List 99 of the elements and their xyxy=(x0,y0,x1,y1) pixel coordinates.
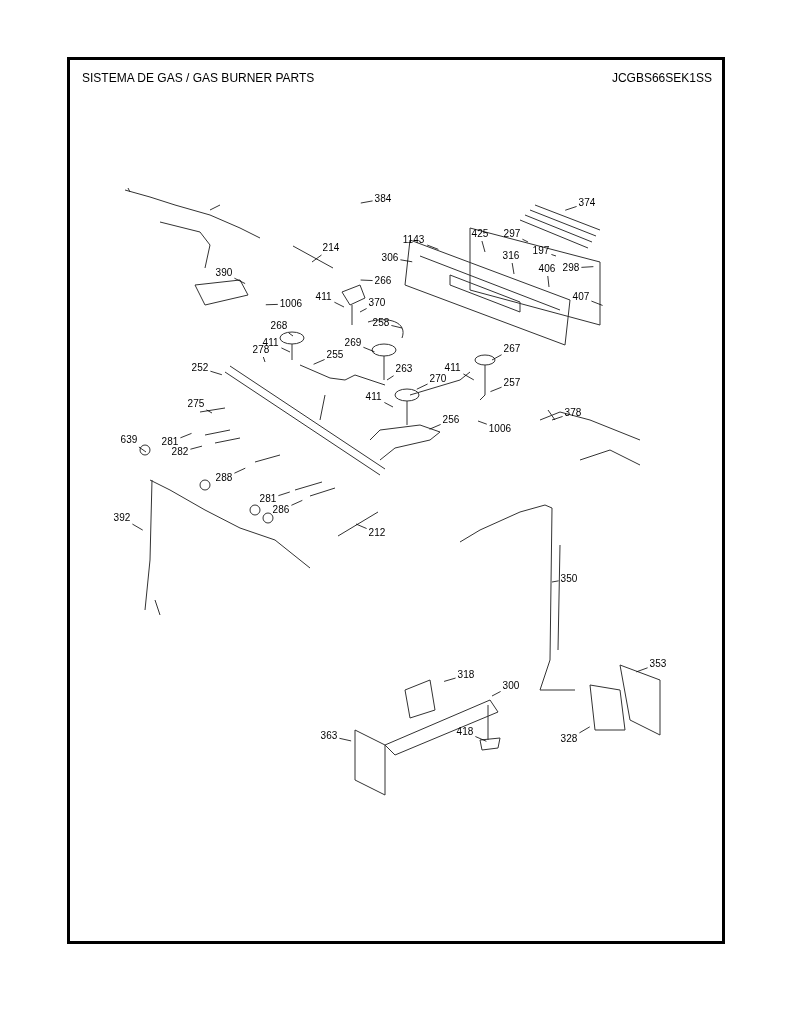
callout-number: 256 xyxy=(442,414,460,426)
leader-line xyxy=(491,691,501,697)
callout-number: 214 xyxy=(322,242,340,254)
callout-number: 266 xyxy=(374,275,392,287)
leader-line xyxy=(265,304,279,306)
leader-line xyxy=(551,580,559,583)
leader-line xyxy=(416,383,428,390)
leader-line xyxy=(360,200,373,204)
leader-line xyxy=(132,523,144,531)
leader-line xyxy=(363,346,375,353)
callout-number: 298 xyxy=(562,262,580,274)
leader-line xyxy=(334,301,345,308)
callout-number: 392 xyxy=(113,512,131,524)
leader-line xyxy=(206,409,213,414)
model-number: JCGBS66SEK1SS xyxy=(611,71,712,85)
leader-line xyxy=(281,347,291,353)
leader-line xyxy=(491,354,502,361)
callout-number: 268 xyxy=(270,320,288,332)
callout-number: 267 xyxy=(503,343,521,355)
callout-number: 275 xyxy=(187,398,205,410)
callout-number: 212 xyxy=(368,527,386,539)
leader-line xyxy=(463,373,475,381)
callout-number: 1006 xyxy=(279,298,303,310)
leader-line xyxy=(579,726,591,734)
callout-number: 390 xyxy=(215,267,233,279)
callout-number: 255 xyxy=(326,349,344,361)
callout-number: 281 xyxy=(259,493,277,505)
page-title: SISTEMA DE GAS / GAS BURNER PARTS xyxy=(82,71,315,85)
callout-number: 384 xyxy=(374,193,392,205)
callout-number: 278 xyxy=(252,344,270,356)
leader-line xyxy=(190,445,203,450)
leader-line xyxy=(339,737,352,742)
leader-line xyxy=(355,523,367,529)
leader-line xyxy=(547,275,550,288)
callout-number: 263 xyxy=(395,363,413,375)
callout-number: 1006 xyxy=(488,423,512,435)
leader-line xyxy=(475,736,487,742)
leader-line xyxy=(581,266,594,268)
leader-line xyxy=(262,356,266,363)
leader-line xyxy=(311,254,322,263)
leader-line xyxy=(386,375,394,381)
callout-number: 411 xyxy=(444,362,461,374)
leader-line xyxy=(288,332,294,337)
leader-line xyxy=(635,667,648,673)
leader-line xyxy=(429,424,441,430)
leader-line xyxy=(564,206,577,211)
leader-line xyxy=(477,420,488,425)
callout-number: 363 xyxy=(320,730,338,742)
callout-number: 297 xyxy=(503,228,521,240)
callout-number: 306 xyxy=(381,252,399,264)
callout-number: 353 xyxy=(649,658,667,670)
callout-number: 316 xyxy=(502,250,520,262)
callout-number: 270 xyxy=(429,373,447,385)
callout-number: 350 xyxy=(560,573,578,585)
leader-line xyxy=(551,416,563,421)
callout-number: 1143 xyxy=(402,234,425,246)
leader-line xyxy=(490,386,502,392)
callout-number: 407 xyxy=(572,291,590,303)
leader-line xyxy=(511,262,515,275)
leader-line xyxy=(313,359,325,365)
callout-number: 318 xyxy=(457,669,475,681)
callout-number: 374 xyxy=(578,197,596,209)
callout-number: 288 xyxy=(215,472,233,484)
callout-number: 370 xyxy=(368,297,386,309)
callout-number: 281 xyxy=(161,436,179,448)
callout-number: 252 xyxy=(191,362,209,374)
leader-line xyxy=(443,677,456,682)
callout-number: 411 xyxy=(315,291,332,303)
callout-number: 425 xyxy=(471,228,489,240)
leader-line xyxy=(210,370,223,376)
leader-line xyxy=(522,238,529,243)
leader-line xyxy=(426,244,439,250)
leader-line xyxy=(551,254,557,257)
callout-number: 418 xyxy=(456,726,474,738)
leader-line xyxy=(138,446,147,453)
callout-number: 300 xyxy=(502,680,520,692)
callout-number: 286 xyxy=(272,504,290,516)
leader-line xyxy=(591,300,603,306)
callout-number: 406 xyxy=(538,263,556,275)
leader-line xyxy=(384,402,394,408)
callout-number: 197 xyxy=(532,245,550,257)
callout-number: 328 xyxy=(560,733,578,745)
callout-number: 257 xyxy=(503,377,521,389)
leader-line xyxy=(234,467,246,474)
leader-line xyxy=(359,308,367,313)
leader-line xyxy=(278,491,291,497)
leader-line xyxy=(391,325,403,329)
callout-number: 258 xyxy=(372,317,390,329)
callout-number: 378 xyxy=(564,407,582,419)
callout-number: 282 xyxy=(171,446,189,458)
leader-line xyxy=(360,279,373,281)
leader-line xyxy=(400,259,413,263)
leader-line xyxy=(234,277,246,284)
callout-number: 269 xyxy=(344,337,362,349)
leader-line xyxy=(180,433,192,439)
leader-line xyxy=(291,499,303,506)
leader-line xyxy=(481,240,486,253)
callout-number: 639 xyxy=(120,434,138,446)
callout-number: 411 xyxy=(365,391,382,403)
